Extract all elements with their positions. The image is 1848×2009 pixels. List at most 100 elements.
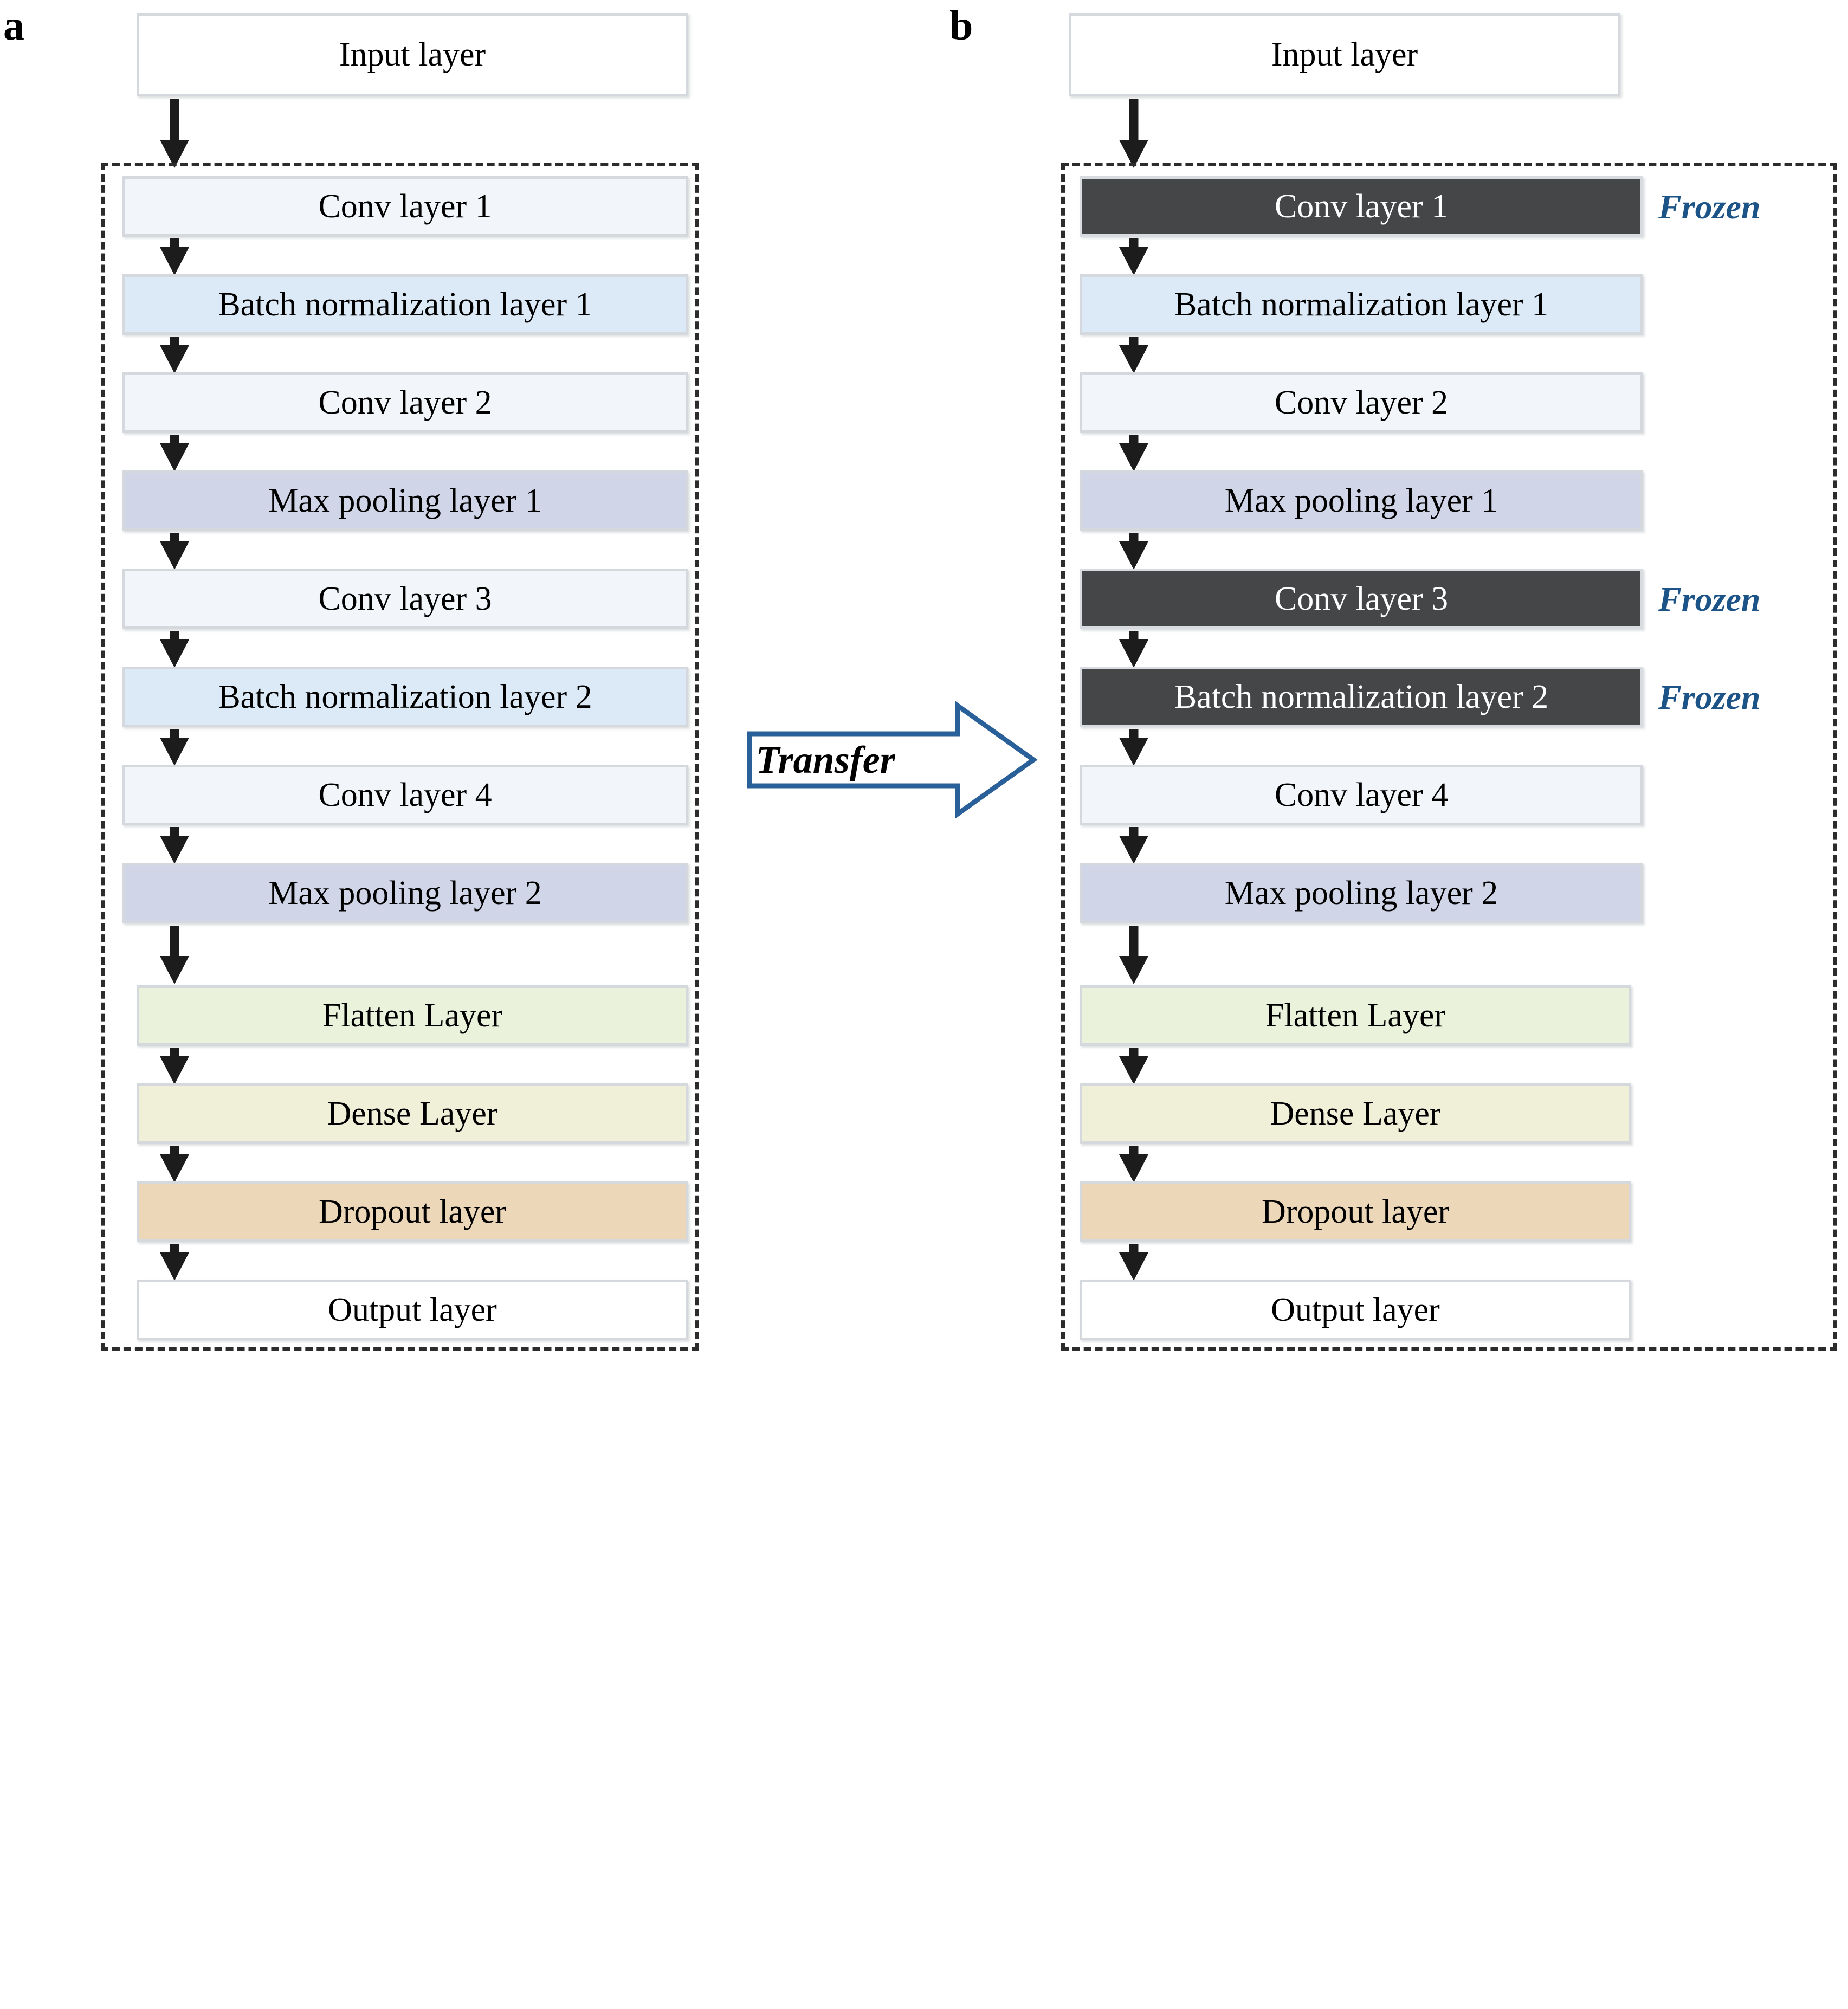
layer-label: Conv layer 2 xyxy=(1274,384,1449,421)
arrow-head xyxy=(160,140,189,168)
flow-arrow xyxy=(160,827,189,864)
layer-box-dense-layer-b: Dense Layer xyxy=(1080,1083,1631,1144)
layer-label: Max pooling layer 2 xyxy=(268,875,542,912)
arrow-shaft xyxy=(170,926,179,957)
flow-arrow xyxy=(160,435,189,471)
layer-label: Conv layer 1 xyxy=(318,188,492,225)
layer-box-max-pooling-layer-2-a: Max pooling layer 2 xyxy=(122,863,688,923)
layer-box-conv-layer-3-a: Conv layer 3 xyxy=(122,569,688,629)
arrow-head xyxy=(160,1252,189,1281)
flow-arrow xyxy=(1119,337,1148,373)
layer-label: Input layer xyxy=(1271,36,1418,73)
layer-label: Dense Layer xyxy=(327,1095,498,1132)
frozen-tag-batch-normalization-layer-2: Frozen xyxy=(1658,678,1761,716)
flow-arrow xyxy=(1119,1244,1148,1281)
layer-label: Max pooling layer 1 xyxy=(268,482,542,519)
layer-label: Conv layer 4 xyxy=(318,777,492,813)
flow-arrow xyxy=(1119,99,1148,168)
layer-label: Batch normalization layer 1 xyxy=(218,286,592,323)
flow-arrow xyxy=(160,238,189,275)
transfer-label: Transfer xyxy=(755,738,895,781)
arrow-head xyxy=(160,541,189,570)
arrow-head xyxy=(1119,541,1148,570)
arrow-head xyxy=(1119,639,1148,668)
flow-arrow xyxy=(160,533,189,570)
layer-box-batch-normalization-layer-1-b: Batch normalization layer 1 xyxy=(1080,274,1643,335)
layer-label: Conv layer 3 xyxy=(318,580,492,617)
arrow-head xyxy=(1119,443,1148,471)
layer-box-batch-normalization-layer-2-a: Batch normalization layer 2 xyxy=(122,667,688,727)
layer-label: Batch normalization layer 2 xyxy=(218,679,592,715)
layer-box-conv-layer-1-a: Conv layer 1 xyxy=(122,176,688,237)
arrow-head xyxy=(160,1154,189,1183)
layer-label: Flatten Layer xyxy=(322,997,503,1034)
layer-box-conv-layer-4-b: Conv layer 4 xyxy=(1080,765,1643,825)
flow-arrow xyxy=(1119,1048,1148,1084)
flow-arrow xyxy=(160,926,189,984)
layer-box-conv-layer-3-b: Conv layer 3 xyxy=(1080,569,1643,629)
transfer-arrow: Transfer xyxy=(745,700,1038,819)
frozen-tag-conv-layer-3: Frozen xyxy=(1658,580,1761,618)
layer-label: Output layer xyxy=(328,1291,497,1328)
arrow-head xyxy=(1119,1056,1148,1084)
flow-arrow xyxy=(1119,631,1148,668)
flow-arrow xyxy=(1119,827,1148,864)
arrow-head xyxy=(1119,345,1148,373)
layer-label: Input layer xyxy=(339,36,486,73)
arrow-head xyxy=(1119,247,1148,275)
layer-label: Flatten Layer xyxy=(1265,997,1446,1034)
layer-box-conv-layer-2-a: Conv layer 2 xyxy=(122,372,688,433)
layer-label: Conv layer 2 xyxy=(318,384,492,421)
flow-arrow xyxy=(1119,1146,1148,1183)
flow-arrow xyxy=(1119,926,1148,984)
layer-box-input-a: Input layer xyxy=(137,13,688,96)
layer-box-max-pooling-layer-1-a: Max pooling layer 1 xyxy=(122,470,688,531)
layer-box-dense-layer-a: Dense Layer xyxy=(137,1083,688,1144)
flow-arrow xyxy=(1119,435,1148,471)
flow-arrow xyxy=(160,1146,189,1183)
layer-box-output-layer-a: Output layer xyxy=(137,1280,688,1340)
frozen-group-container-a xyxy=(101,163,699,1351)
layer-label: Conv layer 4 xyxy=(1274,777,1449,813)
flow-arrow xyxy=(160,99,189,168)
flow-arrow xyxy=(160,1048,189,1084)
layer-box-conv-layer-2-b: Conv layer 2 xyxy=(1080,372,1643,433)
transfer-arrow-shape xyxy=(747,701,1038,819)
layer-label: Max pooling layer 1 xyxy=(1224,482,1498,519)
arrow-head xyxy=(1119,738,1148,766)
arrow-shaft xyxy=(1129,926,1139,957)
layer-box-flatten-layer-b: Flatten Layer xyxy=(1080,985,1631,1046)
layer-box-dropout-layer-a: Dropout layer xyxy=(137,1181,688,1242)
layer-label: Output layer xyxy=(1271,1291,1440,1328)
arrow-head xyxy=(160,1056,189,1084)
flow-arrow xyxy=(160,1244,189,1281)
flow-arrow xyxy=(160,337,189,373)
flow-arrow xyxy=(160,631,189,668)
layer-box-output-layer-b: Output layer xyxy=(1080,1280,1631,1340)
layer-box-dropout-layer-b: Dropout layer xyxy=(1080,1181,1631,1242)
layer-label: Dropout layer xyxy=(1261,1193,1450,1230)
layer-label: Conv layer 3 xyxy=(1274,580,1449,617)
layer-box-conv-layer-1-b: Conv layer 1 xyxy=(1080,176,1643,237)
layer-label: Batch normalization layer 2 xyxy=(1174,679,1549,715)
layer-label: Max pooling layer 2 xyxy=(1224,875,1498,912)
layer-box-input-b: Input layer xyxy=(1069,13,1620,96)
layer-label: Dropout layer xyxy=(318,1193,507,1230)
arrow-head xyxy=(160,639,189,668)
arrow-shaft xyxy=(170,99,179,141)
layer-box-max-pooling-layer-2-b: Max pooling layer 2 xyxy=(1080,863,1643,923)
layer-label: Dense Layer xyxy=(1270,1095,1441,1132)
arrow-head xyxy=(160,247,189,275)
frozen-group-container-b xyxy=(1061,163,1837,1351)
layer-label: Batch normalization layer 1 xyxy=(1174,286,1549,323)
flow-arrow xyxy=(1119,729,1148,766)
arrow-head xyxy=(160,738,189,766)
flow-arrow xyxy=(1119,238,1148,275)
layer-label: Conv layer 1 xyxy=(1274,188,1449,225)
layer-box-max-pooling-layer-1-b: Max pooling layer 1 xyxy=(1080,470,1643,531)
arrow-head xyxy=(160,836,189,864)
layer-box-flatten-layer-a: Flatten Layer xyxy=(137,985,688,1046)
arrow-head xyxy=(160,956,189,984)
flow-arrow xyxy=(1119,533,1148,570)
